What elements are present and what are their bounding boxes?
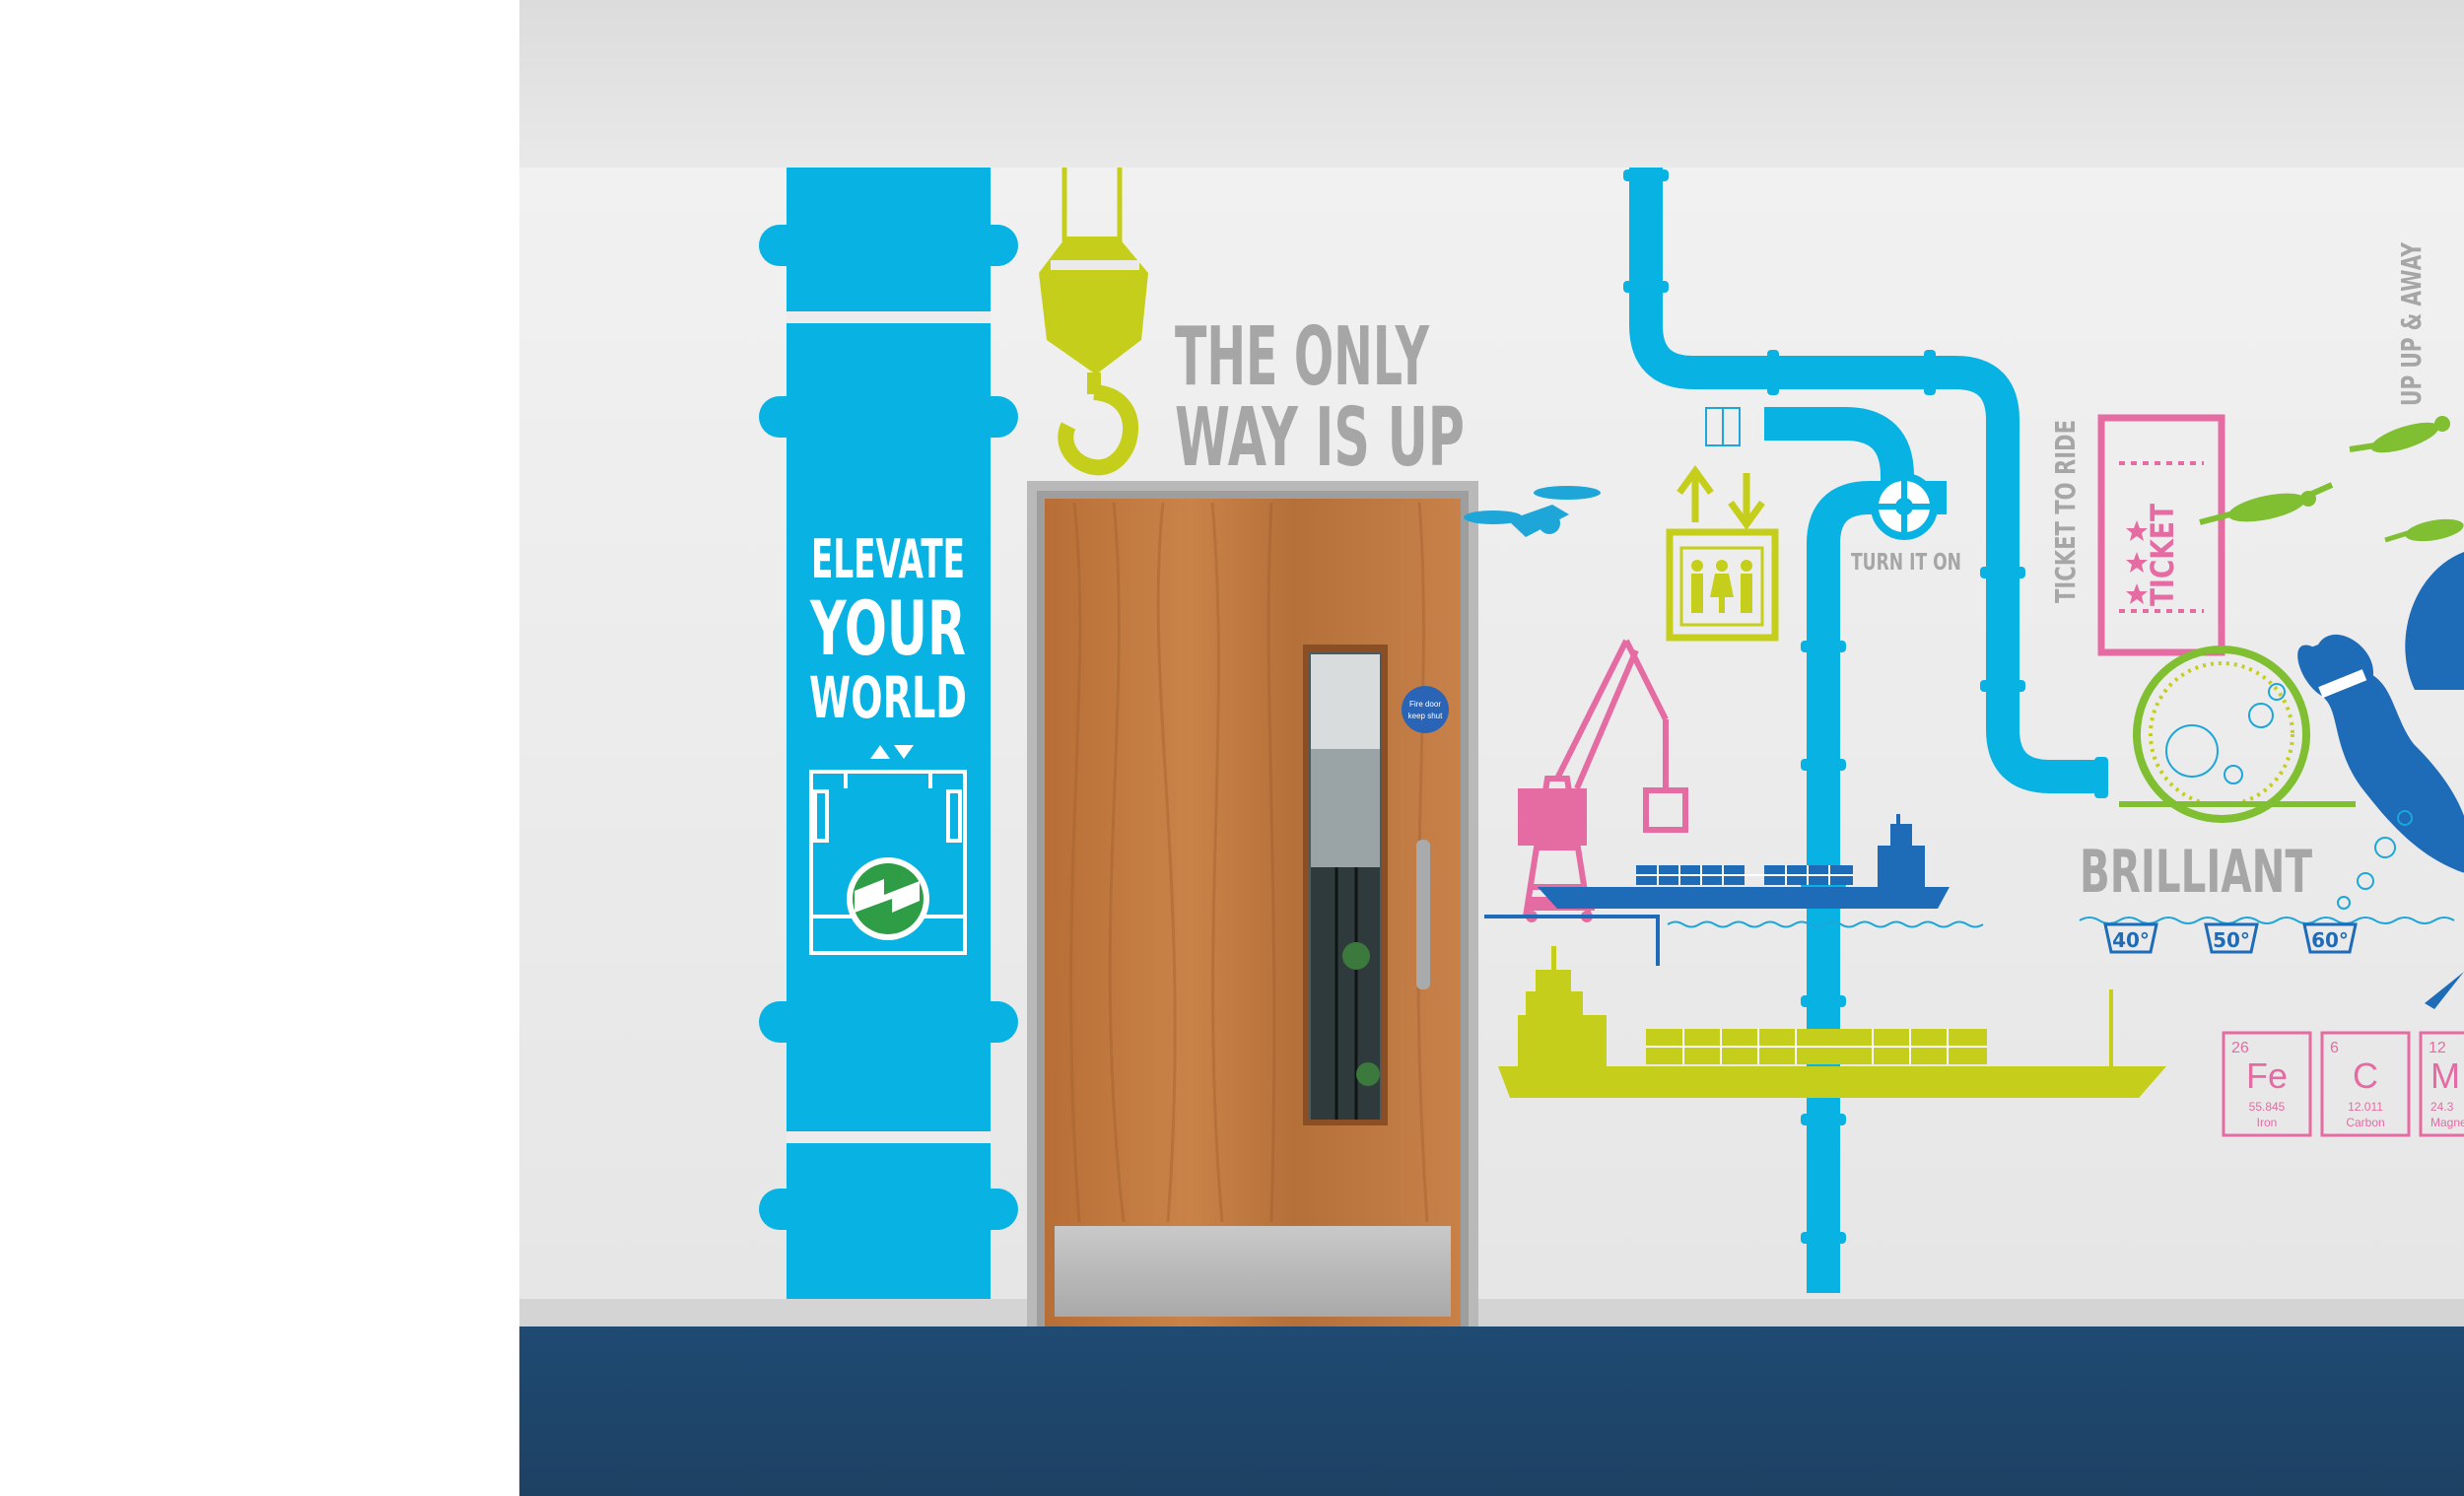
ticket-icon: TICKET — [2097, 414, 2225, 656]
kick-plate — [1055, 1226, 1451, 1317]
wash-symbol-60: 60° — [2302, 922, 2358, 954]
periodic-table: 26 Fe 55.845 Iron 6 C 12.011 Carbon 12 M… — [2222, 1031, 2464, 1137]
element-name: Magne — [2430, 1116, 2464, 1129]
container-ship-lime — [1498, 946, 2166, 1098]
drone-icon — [1464, 486, 1601, 537]
element-mass: 12.011 — [2348, 1100, 2383, 1114]
element-symbol: C — [2353, 1055, 2378, 1096]
element-mass: 55.845 — [2249, 1100, 2286, 1114]
ticket-to-ride-label: TICKET TO RIDE — [2049, 420, 2082, 603]
skirting — [519, 1299, 2464, 1326]
headline-line-1: THE ONLY — [1175, 310, 1430, 404]
fire-sign-line-2: keep shut — [1408, 712, 1443, 720]
valve-wheel-icon — [1871, 473, 1938, 540]
ticket-word: TICKET — [2144, 504, 2181, 606]
pipe-network — [1629, 168, 2104, 1293]
column-line-3: WORLD — [809, 664, 967, 731]
element-number: 26 — [2231, 1040, 2249, 1056]
bowling-pin-icon — [2297, 552, 2464, 1009]
up-up-away-label: UP UP & AWAY — [2395, 241, 2428, 406]
elevate-column: ELEVATE YOUR WORLD — [759, 168, 1018, 1299]
door-handle[interactable] — [1416, 840, 1430, 989]
lift-small-icon — [1705, 407, 1741, 446]
wash-symbols: 40° 50° 60° — [2103, 922, 2358, 954]
crane-hook-icon — [1039, 168, 1148, 476]
brand-logo-icon — [847, 857, 929, 940]
fire-sign-line-1: Fire door — [1409, 700, 1441, 709]
element-symbol: M — [2430, 1055, 2460, 1096]
element-number: 6 — [2330, 1040, 2339, 1056]
wooden-door[interactable]: Fire door keep shut — [1027, 481, 1478, 1326]
skydiver-icon — [2199, 416, 2464, 543]
element-symbol: Fe — [2246, 1055, 2288, 1096]
element-tile-iron: 26 Fe 55.845 Iron — [2222, 1031, 2312, 1137]
element-name: Iron — [2257, 1116, 2278, 1129]
element-name: Carbon — [2346, 1116, 2384, 1129]
washing-drum-icon — [2119, 646, 2356, 823]
door-leaf[interactable] — [1045, 499, 1461, 1326]
up-down-arrows-icon — [870, 745, 914, 759]
wood-grain — [1068, 502, 1429, 1223]
floor-carpet — [519, 1326, 2464, 1496]
element-mass: 24.3 — [2430, 1100, 2454, 1114]
wash-symbol-50: 50° — [2204, 922, 2259, 954]
lift-people-icon — [1666, 528, 1779, 642]
wash-symbol-40: 40° — [2103, 922, 2158, 954]
container-ship-navy — [1484, 814, 1984, 966]
column-line-2: YOUR — [809, 584, 966, 672]
column-line-1: ELEVATE — [811, 528, 965, 590]
wash-temp-40: 40° — [2112, 928, 2150, 952]
headline-line-2: WAY IS UP — [1175, 391, 1465, 485]
element-tile-magnesium: 12 M 24.3 Magne — [2419, 1031, 2464, 1137]
fire-door-sign — [1402, 686, 1449, 733]
element-number: 12 — [2429, 1040, 2446, 1056]
wash-temp-50: 50° — [2213, 928, 2250, 952]
turn-it-on-label: TURN IT ON — [1851, 550, 1961, 576]
brilliant-label: BRILLIANT — [2080, 838, 2312, 907]
element-tile-carbon: 6 C 12.011 Carbon — [2320, 1031, 2411, 1137]
ceiling — [519, 0, 2464, 168]
lift-arrows-icon — [1677, 465, 1765, 530]
wash-temp-60: 60° — [2311, 928, 2349, 952]
water-wave — [2079, 917, 2455, 924]
pipe-collars — [1623, 170, 2108, 1244]
